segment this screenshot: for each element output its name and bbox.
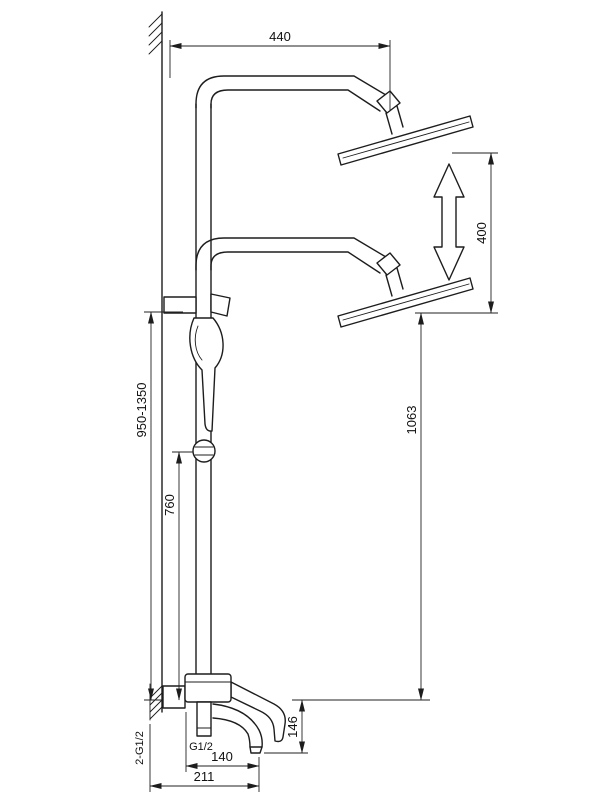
dimension-spout-drop: 146 — [264, 699, 308, 754]
dim-760-label: 760 — [162, 494, 177, 516]
upper-shower-head — [337, 115, 474, 166]
wall-hatching-bottom — [149, 683, 163, 721]
upper-shower-arm — [195, 75, 392, 112]
dim-140-label: 140 — [211, 749, 233, 764]
dim-211-label: 211 — [194, 769, 215, 784]
lower-shower-arm — [195, 237, 392, 274]
dim-400-label: 400 — [474, 222, 489, 244]
mixer-body — [184, 673, 232, 703]
lower-head-connector — [376, 252, 404, 297]
dimension-overall-reach: 211 — [149, 724, 260, 792]
dimension-slider-height: 760 — [162, 451, 193, 701]
slider-knob — [192, 439, 216, 463]
dim-1063-label: 1063 — [404, 406, 419, 435]
inlet-thread-label: 2-G1/2 — [134, 731, 146, 765]
wall-hatching-top — [148, 13, 163, 55]
wall-escutcheon — [162, 685, 186, 709]
outlet-thread-label: G1/2 — [189, 741, 213, 753]
hose-outlet-nipple — [196, 701, 212, 737]
dimension-top-width: 440 — [169, 29, 391, 110]
dimension-spout-reach: 140 — [185, 712, 260, 792]
upper-head-connector — [376, 90, 404, 135]
dimension-head-to-outlet: 1063 — [292, 312, 430, 701]
dimension-mount-height-range: 950-1350 — [134, 311, 183, 701]
dimension-head-travel: 400 — [415, 152, 498, 314]
mixer — [162, 673, 286, 754]
height-adjust-arrow-icon — [433, 163, 465, 281]
lower-shower-head — [337, 277, 474, 328]
hand-shower-holder — [163, 293, 231, 317]
hand-shower — [189, 317, 224, 432]
dim-950-1350-label: 950-1350 — [134, 383, 149, 438]
mixer-handle — [230, 681, 286, 743]
dim-146-label: 146 — [285, 716, 300, 738]
spout — [212, 703, 263, 754]
dim-440-label: 440 — [269, 29, 291, 44]
